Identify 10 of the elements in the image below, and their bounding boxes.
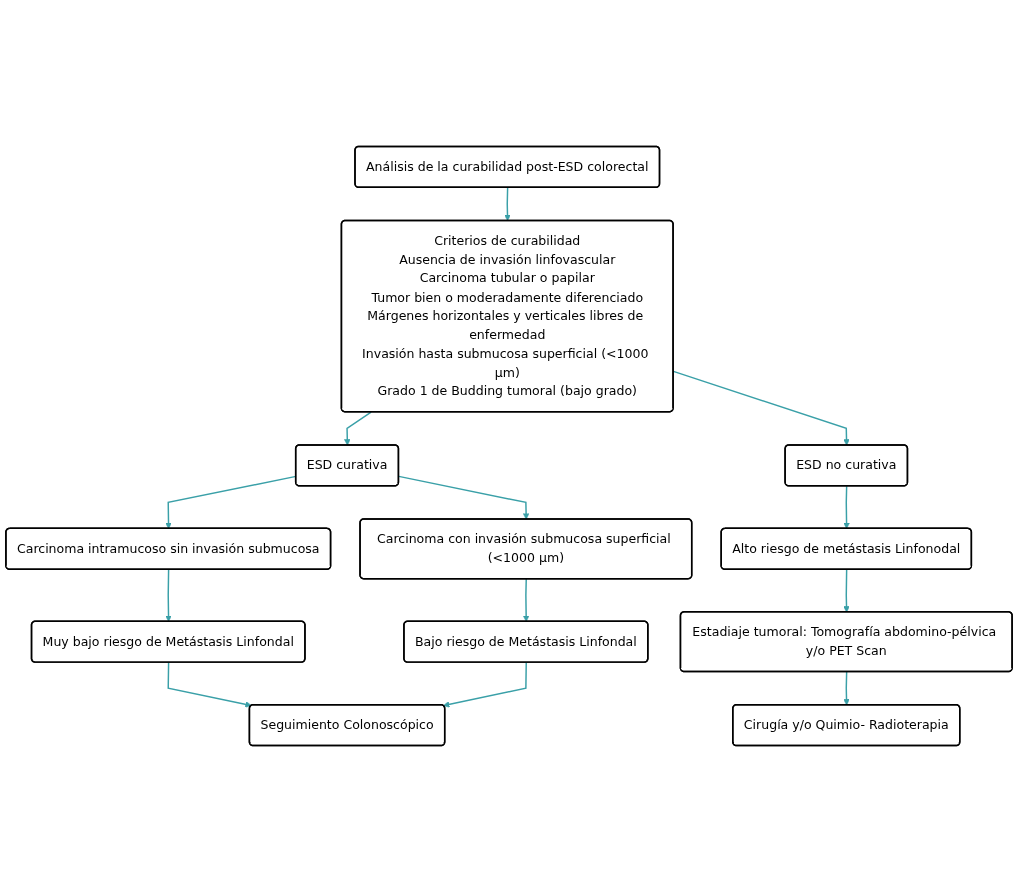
- arrow: [398, 475, 530, 520]
- arrow: [165, 568, 172, 622]
- arrow: [344, 411, 372, 446]
- arrow: [522, 578, 530, 622]
- arrow: [504, 186, 511, 222]
- arrow: [443, 661, 527, 708]
- arrow: [843, 671, 850, 706]
- arrow: [843, 485, 850, 529]
- arrow: [167, 661, 252, 708]
- arrow: [843, 568, 850, 613]
